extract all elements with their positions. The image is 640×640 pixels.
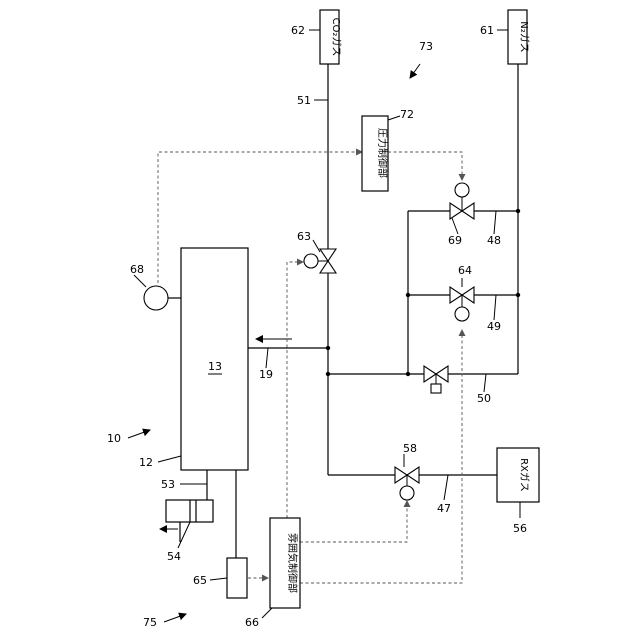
- ref-10: 10: [107, 432, 121, 445]
- leader-65: [210, 578, 227, 580]
- arrow-75: [164, 614, 186, 622]
- ref-75: 75: [143, 616, 157, 629]
- cylinder-54: [160, 500, 213, 542]
- signal-line-66-64: [300, 330, 462, 583]
- valve-69: [450, 183, 474, 219]
- ref-51: 51: [297, 94, 311, 107]
- valve-63: [304, 249, 336, 273]
- ref-65: 65: [193, 574, 207, 587]
- junction-dot: [516, 209, 520, 213]
- ref-72: 72: [400, 108, 414, 121]
- pressure-gauge-68: [144, 286, 168, 310]
- ref-50: 50: [477, 392, 491, 405]
- ref-62: 62: [291, 24, 305, 37]
- junction-dot: [326, 346, 330, 350]
- furnace-12: [181, 248, 248, 470]
- valve-line-50: [424, 366, 448, 393]
- rx-gas-source-box: [497, 448, 539, 502]
- leader-19: [266, 348, 268, 368]
- valve-64: [450, 287, 474, 321]
- junction-dot: [406, 372, 410, 376]
- junction-dot: [516, 293, 520, 297]
- arrow-10: [128, 430, 150, 438]
- ref-64: 64: [458, 264, 472, 277]
- ref-48: 48: [487, 234, 501, 247]
- ref-19: 19: [259, 368, 273, 381]
- leader-49: [494, 295, 496, 320]
- ref-69: 69: [448, 234, 462, 247]
- ref-66: 66: [245, 616, 259, 629]
- leader-68: [134, 275, 146, 287]
- sensor-65: [227, 558, 247, 598]
- ref-56: 56: [513, 522, 527, 535]
- ref-73: 73: [419, 40, 433, 53]
- valve-58: [395, 467, 419, 500]
- pressure-controller-label: 圧力制御部: [376, 128, 389, 178]
- ref-68: 68: [130, 263, 144, 276]
- junction-dot: [406, 293, 410, 297]
- leader-12: [158, 456, 181, 462]
- signal-line-66-58: [300, 501, 407, 542]
- arrow-73: [410, 64, 420, 78]
- atmosphere-controller-label: 雰囲気制御部: [286, 533, 299, 593]
- leader-48: [494, 211, 496, 234]
- leader-72: [388, 116, 400, 120]
- n2-gas-label: N₂ガス: [518, 21, 530, 53]
- leader-50: [484, 374, 486, 392]
- ref-63: 63: [297, 230, 311, 243]
- leader-63: [313, 240, 320, 252]
- junction-dot: [326, 372, 330, 376]
- ref-13: 13: [208, 360, 222, 373]
- ref-61: 61: [480, 24, 494, 37]
- leader-69: [452, 218, 458, 234]
- co2-gas-label: CO₂ガス: [330, 18, 342, 57]
- ref-58: 58: [403, 442, 417, 455]
- ref-54: 54: [167, 550, 181, 563]
- ref-53: 53: [161, 478, 175, 491]
- signal-line-72-69: [388, 152, 462, 180]
- signal-line-66-63: [287, 262, 303, 518]
- ref-47: 47: [437, 502, 451, 515]
- leader-66: [262, 608, 272, 618]
- rx-gas-label: RXガス: [518, 458, 530, 492]
- ref-49: 49: [487, 320, 501, 333]
- ref-12: 12: [139, 456, 153, 469]
- leader-47: [444, 475, 448, 500]
